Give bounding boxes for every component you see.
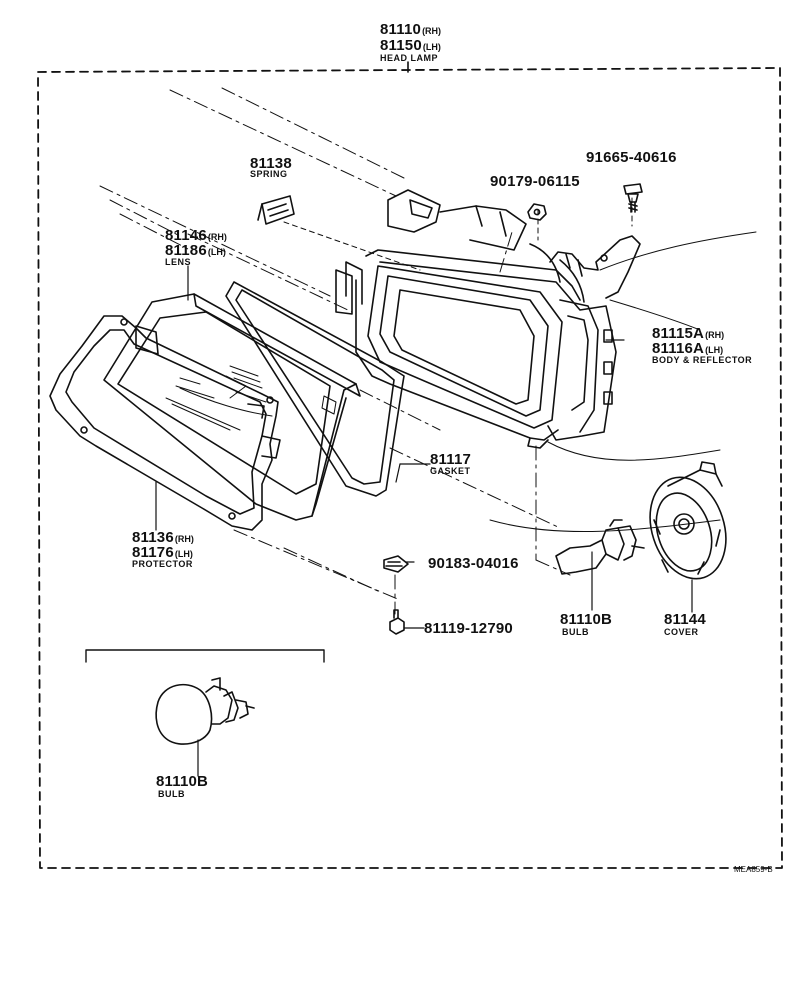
protector-drawing [50,316,280,530]
nut-drawing [528,204,546,220]
head-lamp-label: HEAD LAMP [380,53,438,63]
clip-drawing [384,556,408,572]
cover-label: COVER [664,627,699,637]
protector-lh-side: (LH) [174,549,193,559]
assembly-guide-lines [100,88,570,614]
lens-rh-side: (RH) [207,232,227,242]
hood-curve-c [610,300,700,330]
bulb-alt-drawing [156,678,254,744]
gasket-part-number: 81117 [430,451,472,468]
hood-curve-a [600,232,756,270]
nut-part-number: 90179-06115 [490,173,580,190]
bulb-alt-part-number: 81110B [156,773,209,790]
head-lamp-lh-side: (LH) [422,42,441,52]
screw-drawing [624,184,642,212]
bulb-label: BULB [562,627,589,637]
body-reflector-rh-side: (RH) [705,330,725,340]
assembly-boundary [38,68,782,868]
body-reflector-rh-part-number: 81115A [652,325,705,342]
gasket-drawing [226,282,404,496]
protector-rh-part-number: 81136 [132,529,174,546]
lens-label: LENS [165,257,192,267]
bulb-part-number: 81110B [560,611,613,628]
spring-label: SPRING [250,169,288,179]
bulb-drawing [556,520,644,574]
hood-curve-d [490,520,720,532]
spring-drawing [258,196,294,224]
clip-part-number: 90183-04016 [428,555,519,572]
bolt-part-number: 81119-12790 [424,620,513,637]
lens-lh-side: (LH) [207,247,226,257]
cover-part-number: 81144 [664,611,706,628]
spring-leader [284,222,420,270]
spring-part-number: 81138 [250,155,292,172]
diagram-reference: MEA859-B [734,865,773,874]
head-lamp-lh-part-number: 81150 [380,37,422,54]
head-lamp-rh-side: (RH) [422,26,442,36]
bolt-drawing [390,610,404,634]
hood-curve-b [548,442,720,460]
gasket-label: GASKET [430,466,471,476]
body-reflector-label: BODY & REFLECTOR [652,355,753,365]
body-reflector-lh-part-number: 81116A [652,340,705,357]
bulb-alt-label: BULB [158,789,185,799]
protector-lh-part-number: 81176 [132,544,174,561]
lens-lh-part-number: 81186 [165,242,207,259]
head-lamp-rh-part-number: 81110 [380,21,422,38]
cover-drawing [638,462,739,589]
bulb-alt-bracket [86,650,324,662]
screw-part-number: 91665-40616 [586,149,677,166]
lens-rh-part-number: 81146 [165,227,207,244]
protector-label: PROTECTOR [132,559,193,569]
leader-lines [156,266,692,776]
body-reflector-drawing [336,190,640,448]
protector-rh-side: (RH) [174,534,194,544]
body-reflector-lh-side: (LH) [705,345,724,355]
